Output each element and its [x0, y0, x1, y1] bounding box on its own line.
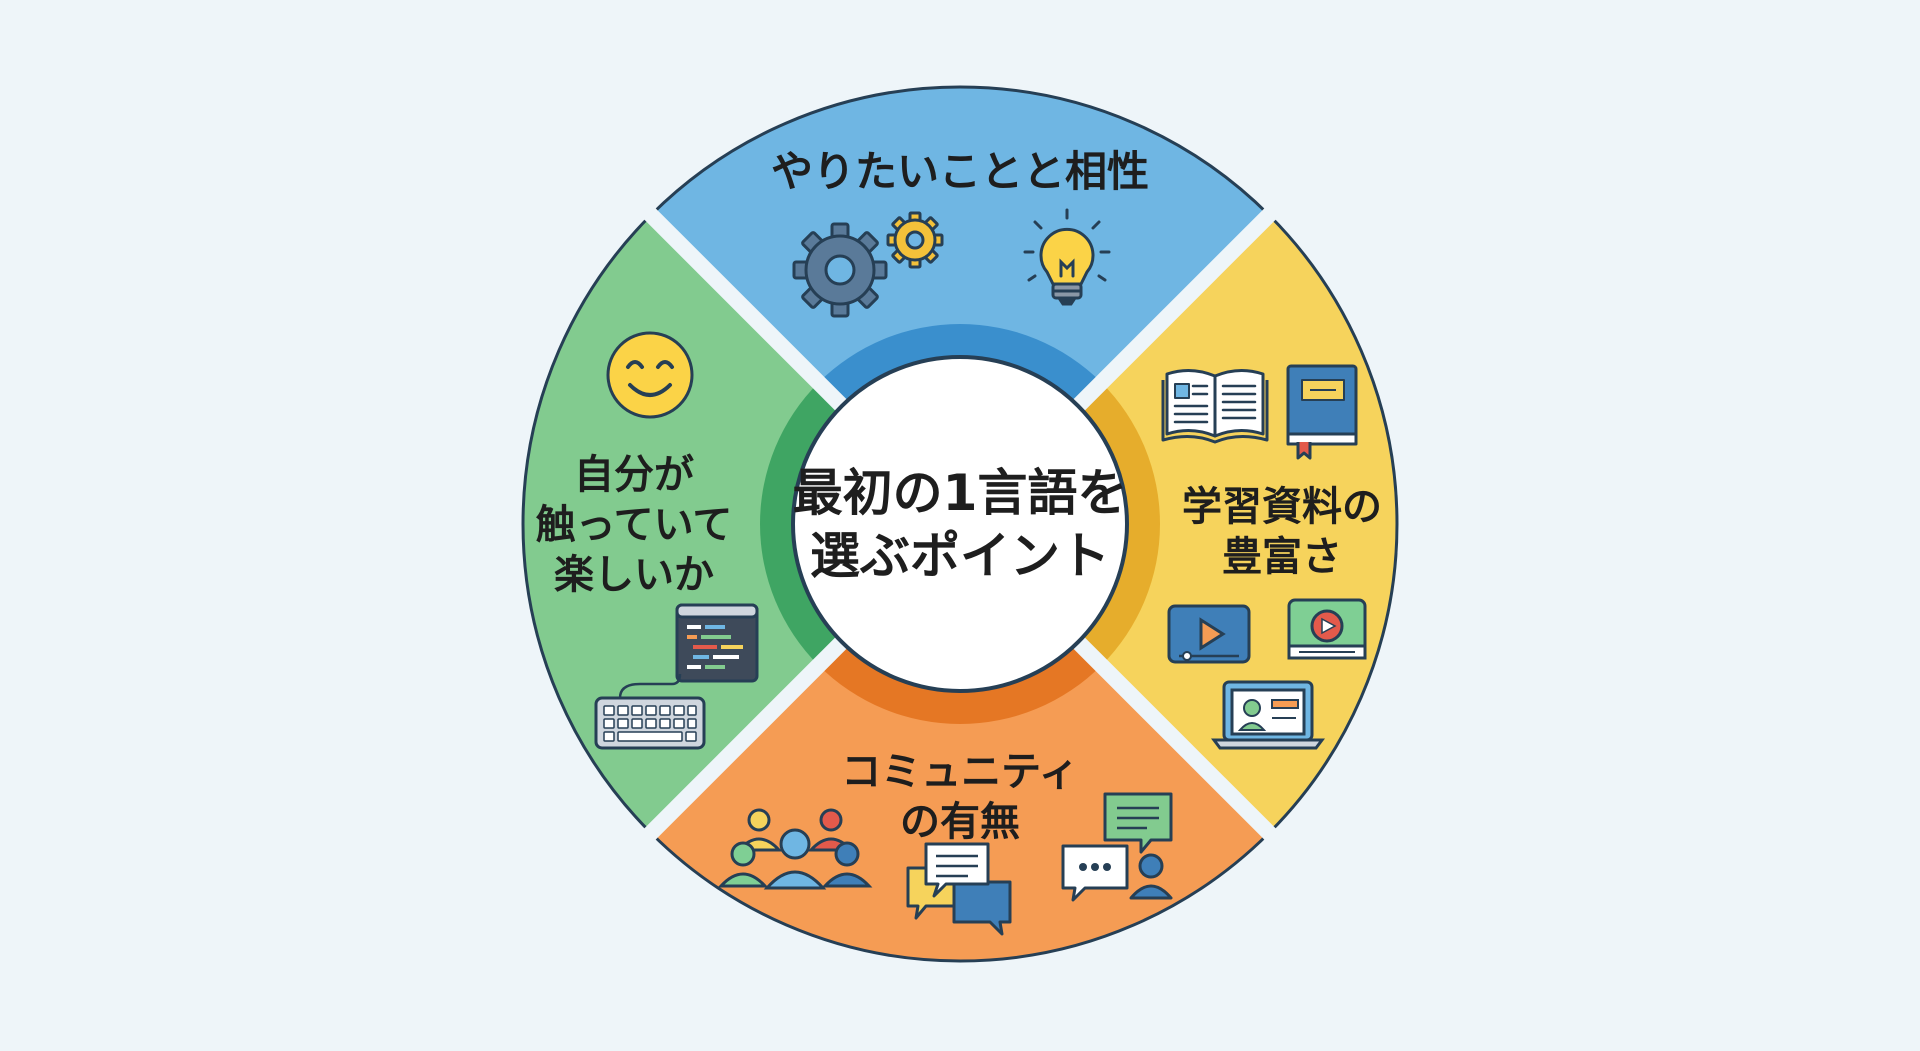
code-editor-icon — [675, 603, 759, 683]
segment-left-label-line3: 楽しいか — [554, 552, 714, 598]
chat-bubble-icon — [1103, 792, 1173, 854]
center-circle — [791, 355, 1129, 693]
center-title-line2: 選ぶポイント — [810, 527, 1110, 585]
online-lesson-laptop-icon — [1211, 680, 1325, 750]
gears-icon — [792, 211, 944, 318]
segment-right-label-line2: 豊富さ — [1222, 534, 1342, 580]
people-group-icon — [717, 808, 873, 890]
video-player-icon — [1287, 598, 1367, 660]
closed-book-icon — [1286, 364, 1358, 460]
segment-bottom-label-line2: の有無 — [900, 799, 1020, 845]
smiley-face-icon — [606, 331, 694, 419]
speech-bubbles-icon — [906, 842, 1012, 936]
segment-bottom-label-line1: コミュニティ — [841, 749, 1079, 795]
lightbulb-icon — [1023, 208, 1111, 306]
chat-user-icon — [1061, 844, 1173, 902]
center-title-line1: 最初の1言語を — [793, 464, 1128, 522]
open-book-icon — [1161, 369, 1269, 444]
segment-top-label: やりたいことと相性 — [771, 147, 1149, 196]
segment-left-label-line2: 触っていて — [536, 502, 733, 548]
segment-right-label-line1: 学習資料の — [1182, 484, 1382, 530]
keyboard-icon — [594, 673, 706, 750]
segment-left-label-line1: 自分が — [574, 452, 694, 498]
video-player-icon — [1167, 604, 1251, 664]
